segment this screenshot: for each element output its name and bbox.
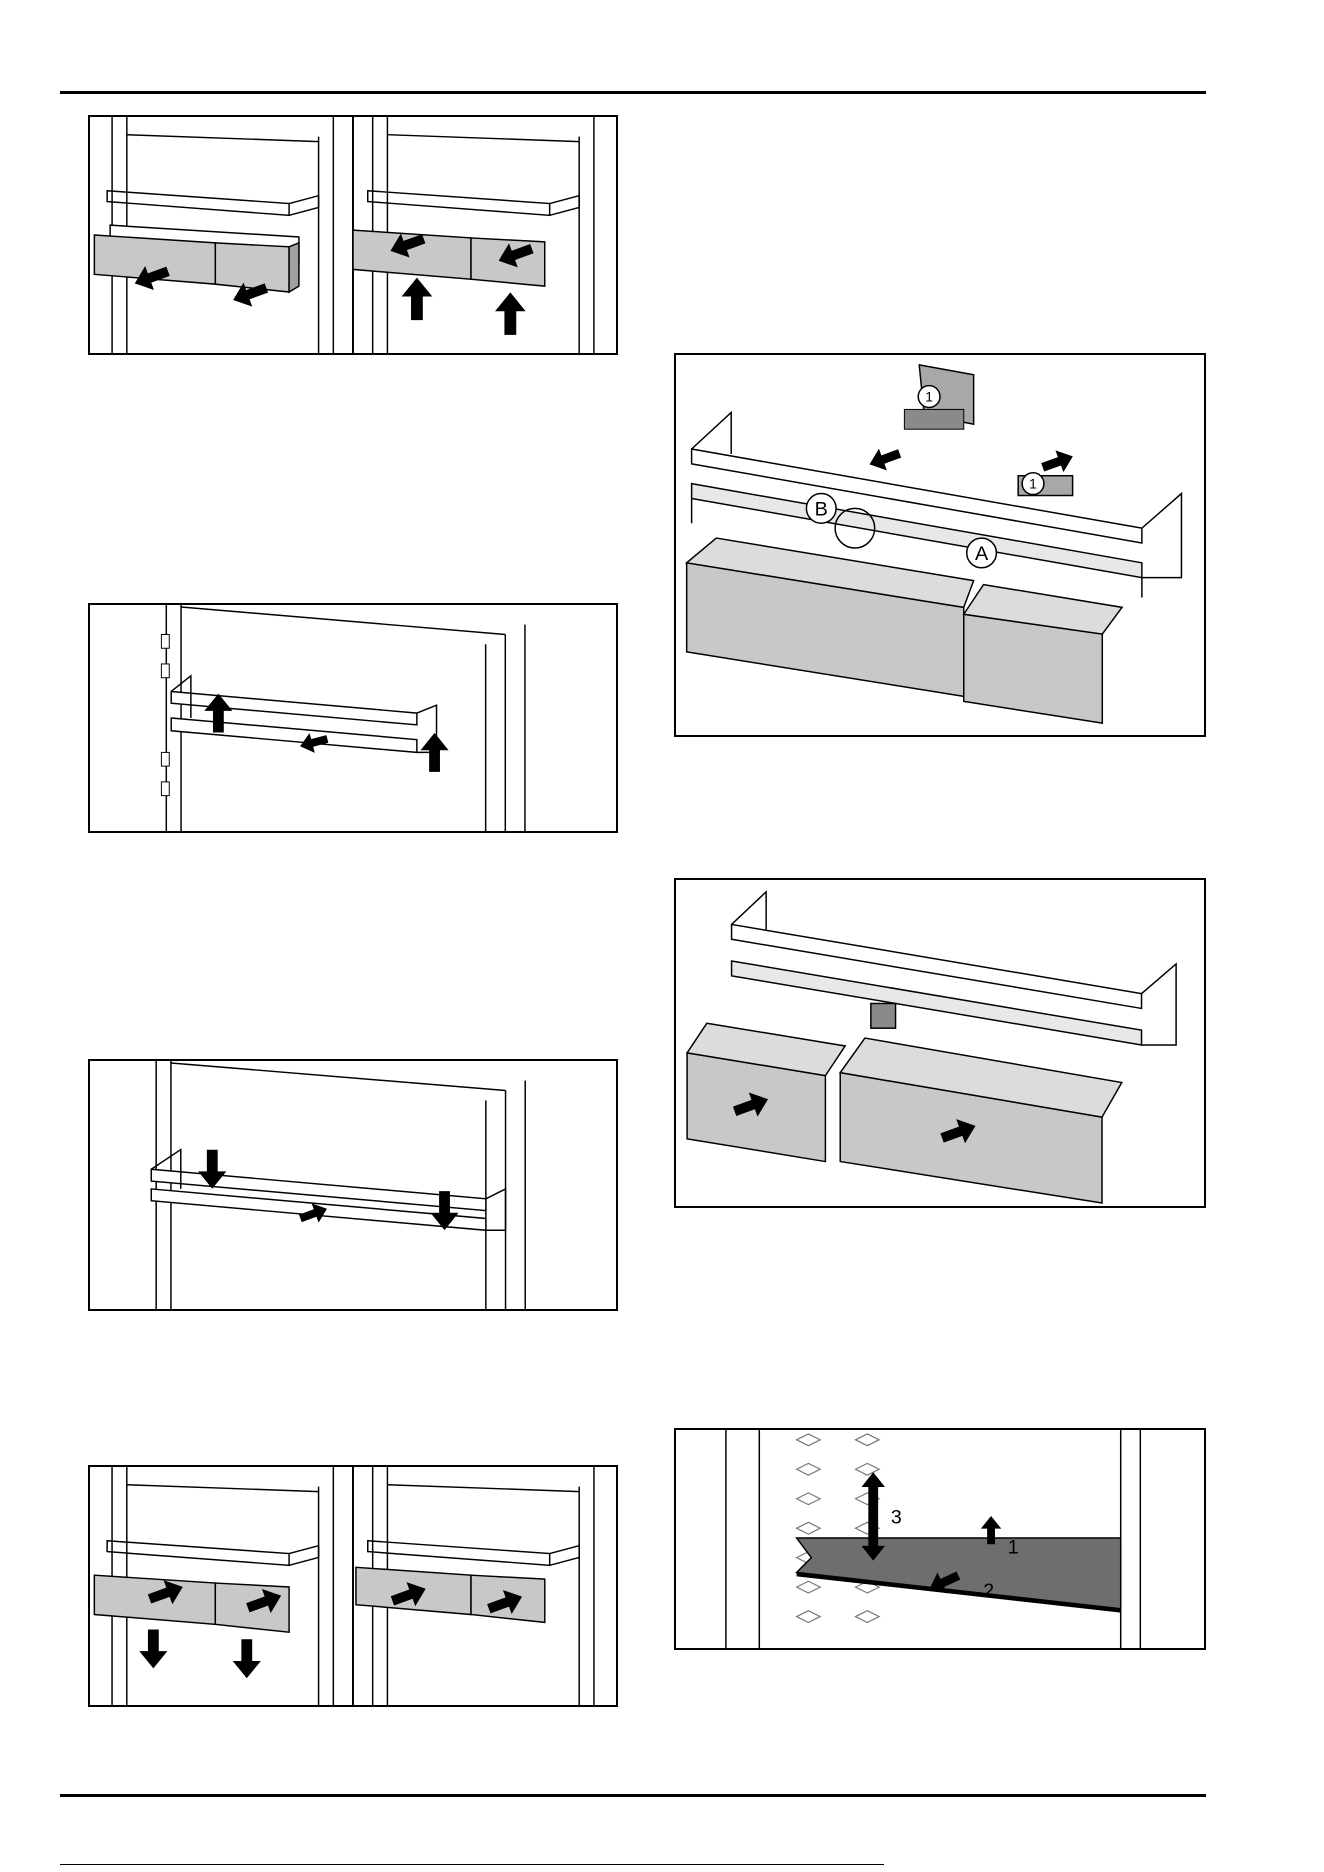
drawer-large — [840, 1038, 1122, 1203]
step-1-label: 1 — [1008, 1537, 1019, 1559]
header-rule — [60, 91, 1206, 94]
fig-rail-insert — [88, 1059, 618, 1311]
arrow-down-icon — [233, 1639, 261, 1678]
marker-b: B — [815, 498, 828, 520]
callout-a: A — [967, 538, 997, 568]
marker-a: A — [975, 543, 989, 565]
callout-clip-left: 1 — [918, 386, 940, 408]
shelf-support-rails — [797, 1434, 879, 1623]
footnote-rule — [60, 1864, 884, 1865]
callout-clip-right: 1 — [1022, 473, 1044, 495]
fig-drawers-remove-two-step — [88, 115, 618, 355]
drawer-small — [964, 585, 1122, 724]
fig-glass-shelf-remove: 3 1 2 — [674, 1428, 1206, 1650]
fridge-interior-left — [107, 117, 333, 353]
fig-divider-reposition: 1 1 B A — [674, 353, 1206, 737]
divider-clip-center — [871, 1003, 896, 1028]
arrow-up-icon — [495, 292, 526, 334]
callout-1-side: 1 — [1029, 476, 1037, 492]
glass-shelf — [797, 1538, 1121, 1613]
fig-drawers-swapped — [674, 878, 1206, 1208]
fig-rail-lift-out — [88, 603, 618, 833]
fig-drawers-insert-two-step — [88, 1465, 618, 1707]
arrow-in-icon — [866, 443, 904, 476]
fridge-interior — [151, 1061, 525, 1309]
rail-part — [161, 634, 169, 795]
arrow-updown-icon — [861, 1472, 885, 1560]
arrow-out-icon — [1039, 446, 1077, 479]
arrow-up-icon — [402, 278, 433, 320]
callout-b: B — [806, 494, 836, 524]
arrow-down-icon — [139, 1629, 167, 1668]
shelf-frame — [732, 892, 1177, 1045]
step-2-label: 2 — [983, 1580, 994, 1602]
drawer-small — [687, 1023, 845, 1161]
callout-1-top: 1 — [925, 389, 933, 405]
drawer-large — [687, 538, 974, 696]
footer-rule — [60, 1794, 1206, 1797]
step-3-label: 3 — [891, 1506, 902, 1528]
